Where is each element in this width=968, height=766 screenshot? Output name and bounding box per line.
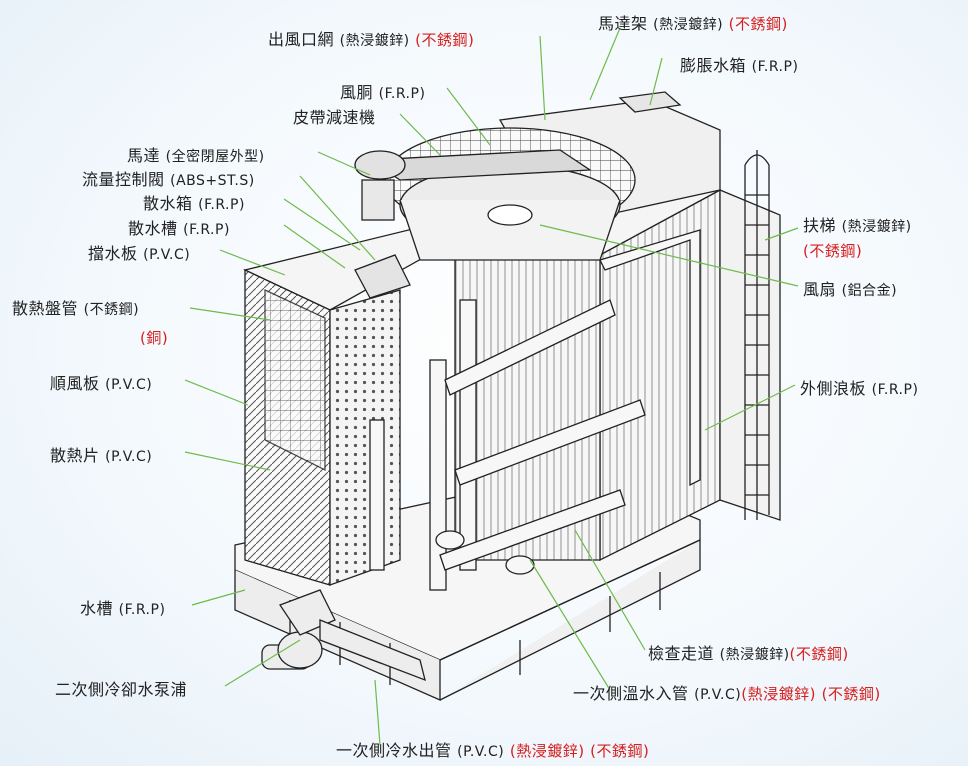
label-name: 檢查走道 bbox=[648, 644, 715, 663]
label-material: (熱浸鍍鋅) bbox=[719, 647, 790, 663]
label-alt-material: (不銹鋼) bbox=[789, 645, 849, 663]
label-material: (P.V.C) bbox=[694, 687, 742, 703]
label-name: 風胴 bbox=[340, 83, 374, 102]
label-material: (F.R.P) bbox=[118, 602, 166, 618]
label-material: (P.V.C) bbox=[457, 744, 505, 760]
label-flow-valve: 流量控制閥 (ABS+ST.S) bbox=[82, 166, 255, 190]
label-fan: 風扇 (鋁合金) bbox=[803, 276, 897, 300]
label-material: (熱浸鍍鋅) bbox=[841, 219, 912, 235]
label-name: 一次側冷水出管 bbox=[336, 741, 452, 760]
label-name: 散熱盤管 bbox=[12, 299, 79, 318]
label-material: (P.V.C) bbox=[105, 449, 153, 465]
label-cold-outlet: 一次側冷水出管 (P.V.C) (熱浸鍍鋅) (不銹鋼) bbox=[336, 737, 649, 761]
label-alt-material: (不銹鋼) bbox=[415, 31, 475, 49]
label-alt-material: (不銹鋼) bbox=[803, 242, 863, 260]
label-material: (F.R.P) bbox=[183, 222, 230, 238]
label-alt-material: (銅) bbox=[140, 329, 169, 347]
label-drift-eliminator: 擋水板 (P.V.C) bbox=[88, 240, 190, 264]
label-warm-inlet: 一次側溫水入管 (P.V.C)(熱浸鍍鋅) (不銹鋼) bbox=[573, 680, 881, 704]
label-name: 順風板 bbox=[50, 374, 100, 393]
label-belt-reducer: 皮帶減速機 bbox=[293, 104, 376, 128]
label-name: 一次側溫水入管 bbox=[573, 684, 689, 703]
label-name: 膨脹水箱 bbox=[680, 56, 747, 75]
label-name: 水槽 bbox=[80, 599, 114, 618]
label-motor-bracket: 馬達架 (熱浸鍍鋅) (不銹鋼) bbox=[598, 10, 788, 34]
label-name: 出風口網 bbox=[268, 30, 335, 49]
label-name: 散水箱 bbox=[143, 194, 193, 213]
label-coil: 散熱盤管 (不銹鋼) (銅) bbox=[12, 295, 168, 352]
label-material: (ABS+ST.S) bbox=[170, 173, 255, 189]
label-alt-material-2: (不銹鋼) bbox=[821, 685, 881, 703]
label-name: 散水槽 bbox=[128, 219, 178, 238]
label-material: (熱浸鍍鋅) bbox=[339, 33, 410, 49]
label-motor: 馬達 (全密閉屋外型) bbox=[127, 142, 265, 166]
label-material: (全密閉屋外型) bbox=[165, 149, 265, 165]
label-name: 皮帶減速機 bbox=[293, 108, 376, 127]
label-name: 扶梯 bbox=[803, 216, 837, 235]
label-name: 散熱片 bbox=[50, 446, 100, 465]
label-name: 馬達 bbox=[127, 146, 161, 165]
label-name: 二次側冷卻水泵浦 bbox=[55, 680, 188, 699]
pump-art bbox=[261, 589, 426, 682]
label-name: 擋水板 bbox=[88, 244, 138, 263]
label-material: (不銹鋼) bbox=[83, 302, 140, 318]
label-name: 馬達架 bbox=[598, 14, 648, 33]
fan-art bbox=[354, 127, 636, 261]
label-material: (F.R.P) bbox=[378, 86, 426, 102]
label-material: (P.V.C) bbox=[105, 377, 153, 393]
label-fan-cylinder: 風胴 (F.R.P) bbox=[340, 79, 425, 103]
label-alt-material-2: (不銹鋼) bbox=[590, 742, 650, 760]
label-fill: 散熱片 (P.V.C) bbox=[50, 442, 152, 466]
label-material: (F.R.P) bbox=[198, 197, 245, 213]
label-material: (鋁合金) bbox=[841, 283, 898, 299]
label-pump: 二次側冷卻水泵浦 bbox=[55, 676, 187, 700]
label-distribution-trough: 散水槽 (F.R.P) bbox=[128, 215, 230, 239]
label-name: 流量控制閥 bbox=[82, 170, 165, 189]
label-outer-panel: 外側浪板 (F.R.P) bbox=[800, 375, 918, 399]
label-walkway: 檢查走道 (熱浸鍍鋅)(不銹鋼) bbox=[648, 640, 849, 664]
label-name: 外側浪板 bbox=[800, 379, 867, 398]
label-material: (F.R.P) bbox=[751, 59, 799, 75]
label-louver: 順風板 (P.V.C) bbox=[50, 370, 152, 394]
label-alt-material: (不銹鋼) bbox=[728, 15, 788, 33]
ladder-art bbox=[744, 150, 770, 520]
label-name: 風扇 bbox=[803, 280, 837, 299]
label-basin: 水槽 (F.R.P) bbox=[80, 595, 165, 619]
label-material: (F.R.P) bbox=[871, 382, 919, 398]
label-alt-material: (熱浸鍍鋅) bbox=[741, 685, 816, 703]
pipes bbox=[369, 229, 701, 591]
label-ladder: 扶梯 (熱浸鍍鋅) (不銹鋼) bbox=[803, 214, 912, 263]
label-material: (熱浸鍍鋅) bbox=[653, 17, 724, 33]
label-outlet-mesh: 出風口網 (熱浸鍍鋅) (不銹鋼) bbox=[268, 26, 474, 50]
label-distribution-box: 散水箱 (F.R.P) bbox=[143, 190, 245, 214]
label-material: (P.V.C) bbox=[143, 247, 191, 263]
leader-lines bbox=[184, 27, 799, 746]
label-alt-material: (熱浸鍍鋅) bbox=[509, 742, 585, 760]
label-expansion-tank: 膨脹水箱 (F.R.P) bbox=[680, 52, 798, 76]
coil-section bbox=[244, 254, 411, 586]
